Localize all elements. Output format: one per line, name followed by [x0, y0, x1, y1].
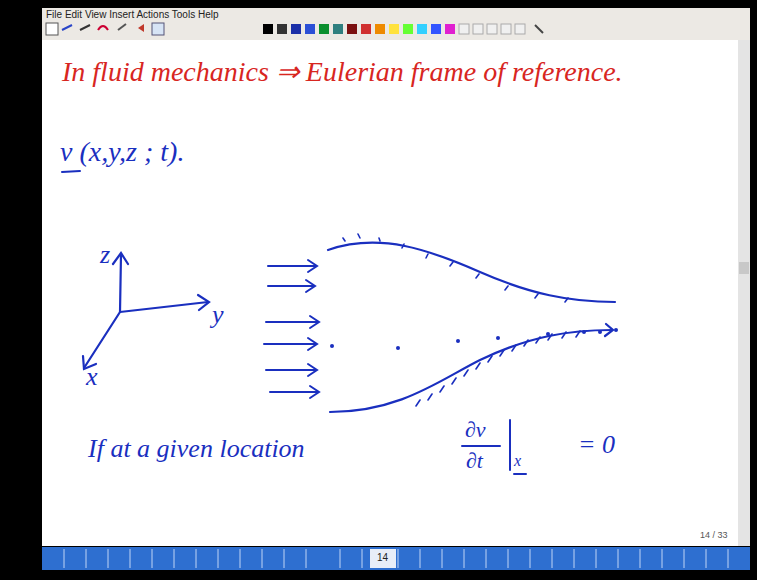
scroll-thumb — [739, 262, 749, 274]
coordinate-axes — [83, 253, 209, 369]
velocity-field: v (x,y,z ; t). — [60, 136, 184, 168]
current-page — [370, 549, 396, 568]
inflow-arrows — [264, 260, 319, 398]
derivative-numerator: ∂v — [465, 417, 486, 442]
page-bar — [42, 547, 750, 570]
axis-label: z — [100, 240, 110, 270]
toolbar-icons — [46, 23, 543, 35]
heading-note: In fluid mechanics ⇒ Eulerian frame of r… — [485, 52, 625, 93]
scrollbar — [738, 40, 750, 546]
condition-value: = 0 — [578, 430, 615, 460]
condition-text: If at a given location — [88, 434, 305, 464]
particle-dots — [330, 328, 618, 350]
toolbar — [42, 8, 750, 40]
axis-label: y — [212, 300, 224, 330]
page-number: 14 — [377, 552, 388, 564]
menu-bar: File Edit View Insert Actions Tools Help — [46, 9, 219, 21]
derivative-denominator: ∂t — [466, 448, 483, 473]
page-ticks — [64, 549, 728, 568]
page — [42, 40, 738, 546]
subscript: x — [514, 452, 521, 470]
math-marks — [62, 171, 526, 474]
channel-walls — [328, 243, 615, 412]
page-counter: 14 / 33 — [700, 530, 728, 540]
wall-hatching — [343, 234, 580, 406]
axis-label: x — [86, 362, 98, 392]
